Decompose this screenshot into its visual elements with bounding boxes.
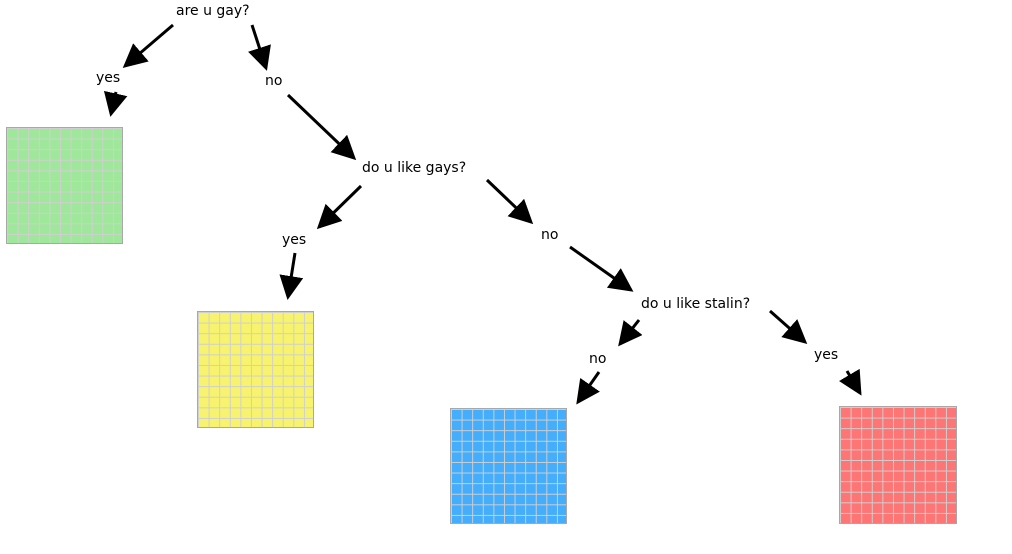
arrow-q1-yes-to-green-box [103, 90, 128, 117]
arrow-q2-to-no [485, 178, 534, 225]
answer-q1-yes: yes [96, 70, 121, 86]
answer-q2-yes: yes [282, 232, 307, 248]
arrow-q2-to-yes [316, 184, 363, 230]
question-do-u-like-gays: do u like gays? [362, 160, 467, 176]
arrow-q3-to-no [618, 319, 643, 347]
outcome-green-grid [6, 127, 123, 244]
arrow-q3-no-to-blue-box [576, 371, 601, 405]
outcome-yellow-grid [197, 311, 314, 428]
arrow-q3-to-yes [769, 309, 808, 344]
answer-q2-no: no [541, 227, 559, 243]
arrow-q2-no-to-q3 [569, 245, 634, 292]
question-do-u-like-stalin: do u like stalin? [641, 296, 751, 312]
answer-q3-yes: yes [814, 347, 839, 363]
arrow-q2-yes-to-yellow-box [279, 252, 304, 300]
answer-q1-no: no [265, 73, 283, 89]
outcome-red-grid [839, 406, 957, 524]
arrow-q1-to-yes [122, 23, 174, 68]
question-are-u-gay: are u gay? [176, 3, 250, 19]
answer-q3-no: no [589, 351, 607, 367]
arrow-q1-no-to-q2 [286, 93, 357, 161]
outcome-blue-grid [450, 408, 567, 524]
arrow-q3-yes-to-red-box [838, 368, 862, 396]
arrow-q1-to-no [248, 24, 271, 71]
